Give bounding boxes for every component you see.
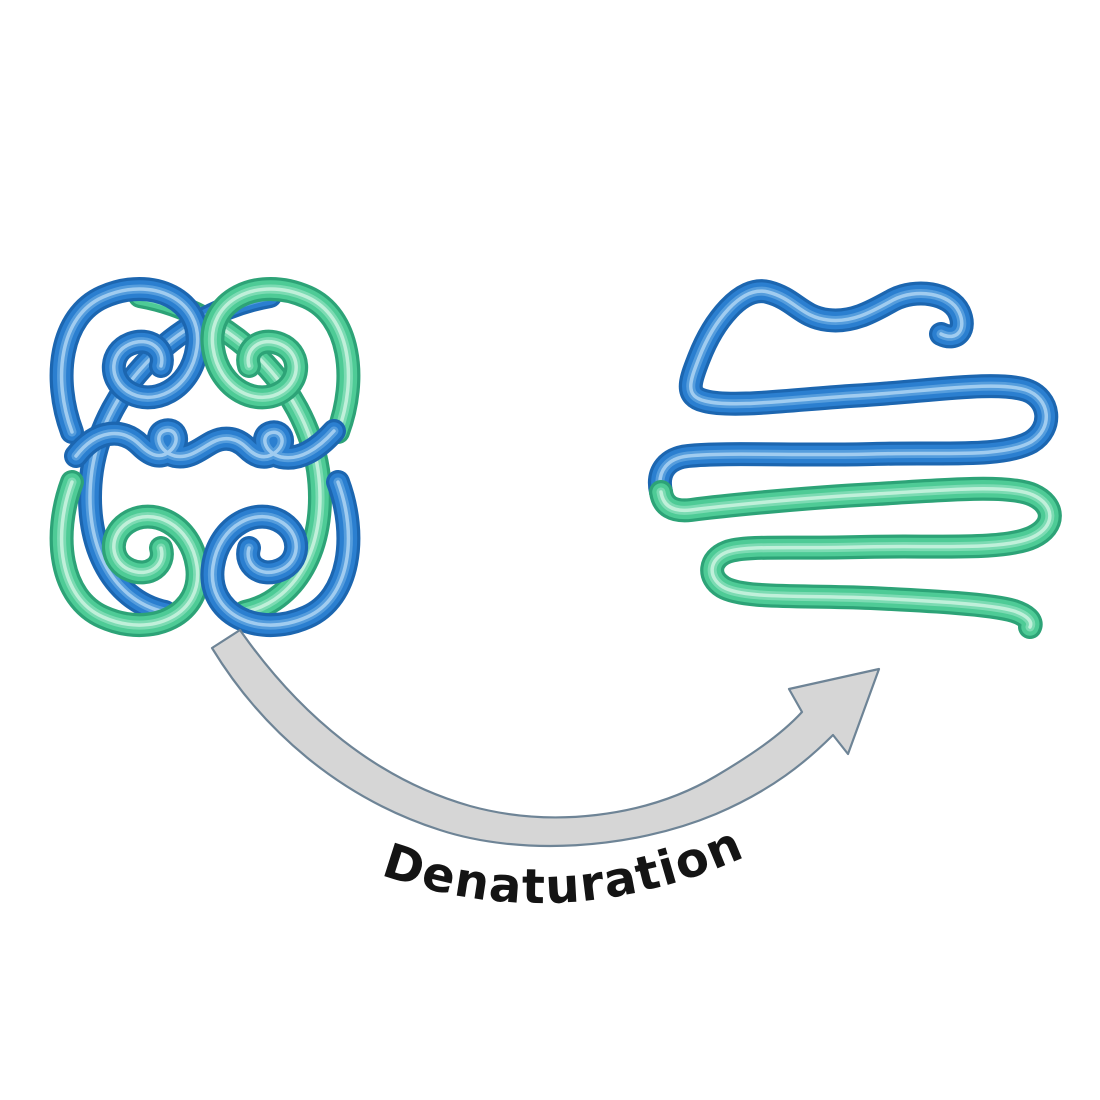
denatured-protein — [660, 291, 1050, 627]
folded-protein-center-twist — [76, 430, 334, 458]
denaturation-arrow-icon — [210, 628, 881, 848]
folded-protein — [62, 289, 349, 625]
